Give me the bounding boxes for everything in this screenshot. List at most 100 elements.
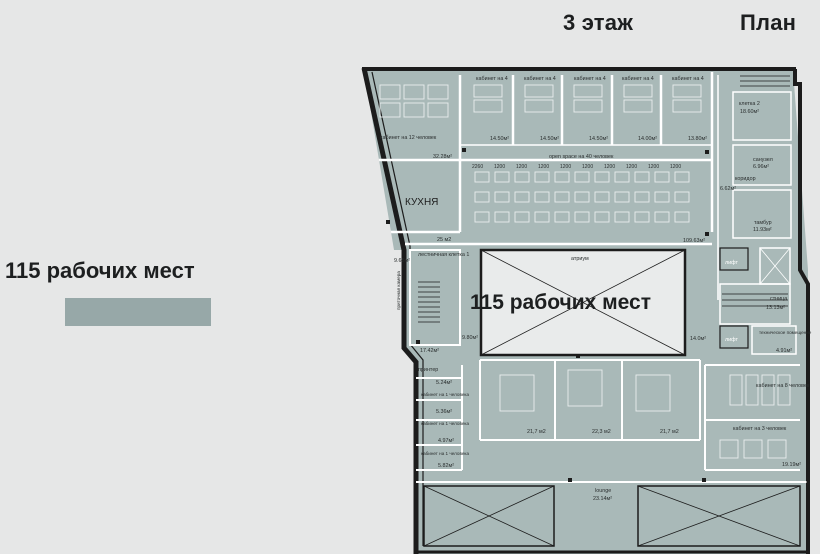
area-140: 14.0м²	[690, 336, 706, 342]
outer-wall-right	[793, 69, 810, 554]
small-area-2: 5.36м²	[436, 409, 452, 415]
dimension-label: 1200	[582, 164, 593, 170]
cab-head-3: кабинет на 4	[574, 76, 606, 82]
kitchen-area: 25 м2	[437, 237, 451, 243]
office-desk	[379, 84, 401, 100]
cabinet-desk	[473, 99, 503, 113]
meeting-table	[499, 374, 535, 412]
dimension-label: 1200	[560, 164, 571, 170]
dimension-label: 1200	[516, 164, 527, 170]
office-desk	[379, 102, 401, 118]
office-desk	[403, 84, 425, 100]
area-965: 9.65м²	[394, 258, 410, 264]
office-3-desk	[767, 439, 787, 459]
cab-head-2: кабинет на 4	[524, 76, 556, 82]
open-space-desk	[614, 211, 630, 223]
cabinet-desk	[672, 84, 702, 98]
plan-tab[interactable]: План	[740, 10, 797, 35]
cab-8-label: кабинет на 8 человек	[756, 383, 810, 389]
cab-head-5: кабинет на 4	[672, 76, 704, 82]
area-980: 9.80м²	[462, 335, 478, 341]
meeting-area-2: 22,3 м2	[592, 429, 611, 435]
small-label-1: кабинет на 1 человека	[421, 392, 470, 397]
open-space-desk	[594, 211, 610, 223]
stairs-area: 13.13м²	[766, 305, 785, 311]
small-area-4: 5.82м²	[438, 463, 454, 469]
dimension-label: 1200	[648, 164, 659, 170]
office-8-desk	[777, 374, 791, 406]
stair2-area: 18.60м²	[740, 109, 759, 115]
cab-area-5: 13.80м²	[688, 136, 707, 142]
open-space-desk	[474, 211, 490, 223]
open-space-desk	[554, 191, 570, 203]
cab-head-4: кабинет на 4	[622, 76, 654, 82]
lounge-area: 23.14м²	[593, 496, 612, 502]
open-space-desk	[614, 171, 630, 183]
dimension-label: 1200	[604, 164, 615, 170]
open-space-desk	[674, 191, 690, 203]
open-space-desk	[514, 191, 530, 203]
cab-3-area: 19.19м²	[782, 462, 801, 468]
open-space-desk	[554, 171, 570, 183]
office-8-desk	[761, 374, 775, 406]
meeting-table	[567, 369, 603, 407]
open-space-desk	[674, 171, 690, 183]
cabinet-desk	[573, 84, 603, 98]
lift2-label: лифт	[725, 337, 738, 343]
dimension-label: 1200	[494, 164, 505, 170]
open-space-desk	[674, 211, 690, 223]
corridor-label: коридор	[735, 176, 756, 182]
dimension-label: 1200	[538, 164, 549, 170]
dimension-label: 2260	[472, 164, 483, 170]
office-12-area: 32.28м²	[433, 154, 452, 160]
stair1-label: лестничная клетка 1	[418, 252, 469, 258]
lift-label: лифт	[725, 260, 738, 266]
open-space-desk	[614, 191, 630, 203]
meeting-table	[635, 374, 671, 412]
open-space-desk	[654, 191, 670, 203]
cabinet-desk	[623, 84, 653, 98]
open-space-desk	[594, 171, 610, 183]
open-space-desk	[574, 171, 590, 183]
office-8-desk	[745, 374, 759, 406]
stairs-label: стница	[770, 296, 787, 302]
small-label-2: кабинет на 1 человека	[421, 421, 470, 426]
meeting-area-1: 21,7 м2	[527, 429, 546, 435]
open-space-desk	[534, 211, 550, 223]
open-space-desk	[494, 191, 510, 203]
workplaces-count: 115 рабочих мест	[5, 258, 195, 283]
open-space-desk	[634, 211, 650, 223]
open-space-desk	[634, 171, 650, 183]
cab-area-1: 14.50м²	[490, 136, 509, 142]
cab-area-3: 14.50м²	[589, 136, 608, 142]
open-space-desk	[474, 191, 490, 203]
open-space-desk	[514, 211, 530, 223]
tambur-area: 11.93м²	[753, 227, 772, 233]
tech-area: 4.91м²	[776, 348, 792, 354]
open-space-desk	[574, 191, 590, 203]
open-space-desk	[514, 171, 530, 183]
dimension-label: 1200	[670, 164, 681, 170]
office-3-desk	[743, 439, 763, 459]
office-desk	[427, 102, 449, 118]
supply-label: приточная камера	[396, 271, 401, 310]
office-desk	[427, 84, 449, 100]
open-space-desk	[634, 191, 650, 203]
open-space-desk	[494, 211, 510, 223]
office-8-desk	[729, 374, 743, 406]
meeting-area-3: 21,7 м2	[660, 429, 679, 435]
office-desk	[403, 102, 425, 118]
wc-label: санузел	[753, 157, 773, 163]
outer-wall-left	[361, 67, 419, 554]
cabinet-desk	[623, 99, 653, 113]
small-area-1: 5.24м²	[436, 380, 452, 386]
atrium-label: атриум	[571, 256, 589, 262]
lounge-label: lounge	[595, 488, 611, 494]
open-space-desk	[534, 171, 550, 183]
open-space-desk	[574, 211, 590, 223]
open-space-desk	[474, 171, 490, 183]
open-space-desk	[594, 191, 610, 203]
kitchen-label: КУХНЯ	[405, 197, 438, 208]
small-label-3: кабинет на 1 человека	[421, 451, 470, 456]
